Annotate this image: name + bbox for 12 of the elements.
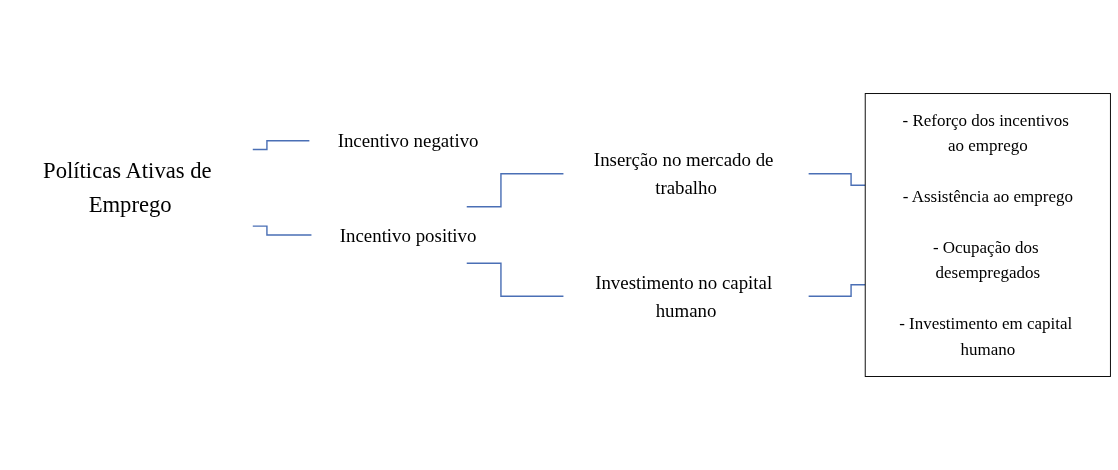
connector (807, 173, 866, 186)
connector (252, 139, 311, 151)
connector (466, 262, 565, 297)
node-text: Incentivo negativo (337, 130, 479, 152)
node-text: Investimento no capital humano (595, 271, 773, 321)
connector (807, 284, 866, 297)
node-text: Incentivo positivo (339, 224, 477, 246)
node-box: - Reforço dos incentivos ao emprego - Assistência ao emprego - Ocupação dos desempregados - Investimento em capital humano (864, 93, 1111, 377)
connector (466, 173, 565, 208)
node-text: Inserção no mercado de trabalho (593, 149, 774, 199)
connector (252, 225, 313, 236)
node-text: Políticas Ativas de Emprego (43, 158, 212, 218)
